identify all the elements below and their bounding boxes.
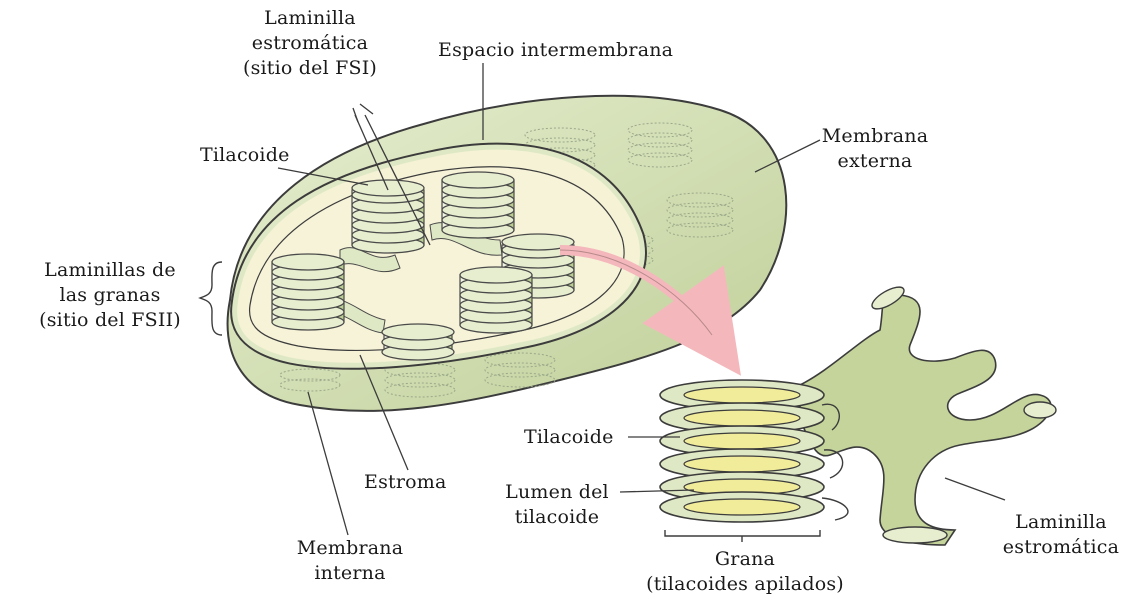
label-laminilla-estromatica-detail-line2: estromática [995,535,1127,560]
label-laminilla-estromatica-line3: (sitio del FSI) [240,56,380,81]
label-espacio-intermembrana: Espacio intermembrana [438,38,673,63]
label-membrana-externa: Membrana externa [815,124,935,174]
label-laminillas-granas-line3: (sitio del FSII) [20,308,200,333]
label-tilacoide-top: Tilacoide [200,143,290,168]
label-membrana-interna-line1: Membrana [290,536,410,561]
label-grana-line2: (tilacoides apilados) [620,572,870,597]
label-tilacoide-detail: Tilacoide [524,425,614,450]
detail-stromal-lamella [800,283,1056,545]
label-laminillas-granas-line1: Laminillas de [20,258,200,283]
label-membrana-interna-line2: interna [290,561,410,586]
grana-bracket [665,530,820,542]
label-laminilla-estromatica-detail-line1: Laminilla [995,510,1127,535]
label-laminillas-granas-line2: las granas [20,283,200,308]
label-membrana-interna: Membrana interna [290,536,410,586]
label-lumen-tilacoide: Lumen del tilacoide [492,480,622,530]
label-laminillas-granas: Laminillas de las granas (sitio del FSII… [20,258,200,333]
label-laminilla-estromatica-line1: Laminilla [240,6,380,31]
label-laminilla-estromatica-detail: Laminilla estromática [995,510,1127,560]
label-grana-line1: Grana [620,547,870,572]
label-lumen-line2: tilacoide [492,505,622,530]
granal-lamellae-brace [200,262,222,335]
label-laminilla-estromatica-top: Laminilla estromática (sitio del FSI) [240,6,380,81]
label-membrana-externa-line2: externa [815,149,935,174]
label-lumen-line1: Lumen del [492,480,622,505]
label-laminilla-estromatica-line2: estromática [240,31,380,56]
label-grana: Grana (tilacoides apilados) [620,547,870,597]
label-membrana-externa-line1: Membrana [815,124,935,149]
label-estroma: Estroma [364,470,447,495]
